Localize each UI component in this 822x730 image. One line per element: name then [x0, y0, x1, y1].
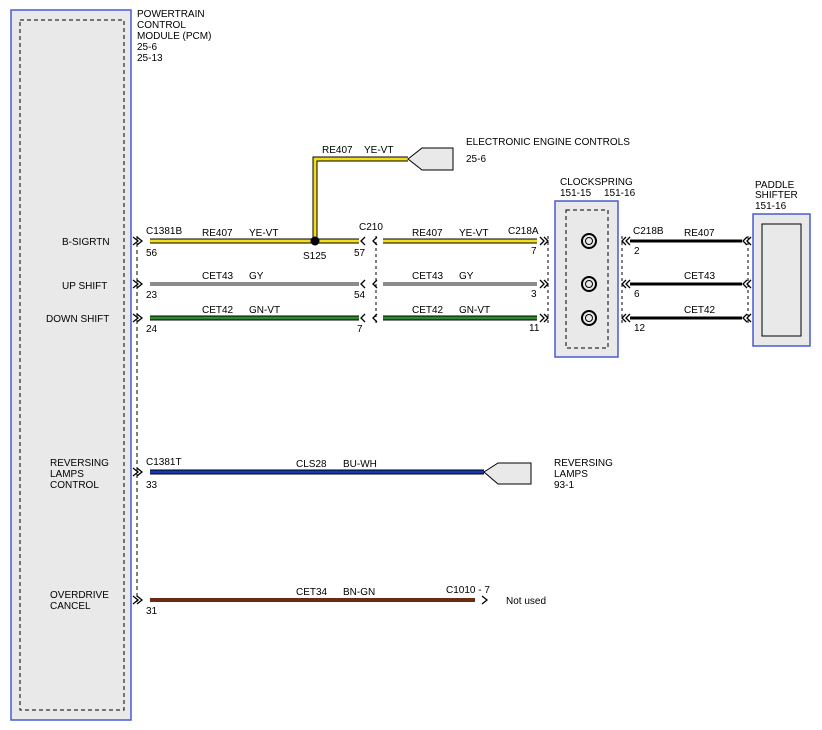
wire-label-color: YE-VT — [249, 228, 278, 239]
connector-c210: C210 — [359, 222, 383, 233]
wire-label-color: YE-VT — [459, 228, 488, 239]
pin-label-down-shift: DOWN SHIFT — [46, 314, 109, 325]
pin-label-overdrive: OVERDRIVE CANCEL — [50, 590, 109, 612]
pin-number: 6 — [634, 289, 640, 300]
svg-text:OVERDRIVE: OVERDRIVE — [50, 590, 109, 601]
wire-label-circuit: CET34 — [296, 587, 328, 598]
wire-label-circuit: CET42 — [202, 305, 234, 316]
pin-number: 12 — [634, 323, 646, 334]
svg-text:151-16: 151-16 — [755, 201, 787, 212]
clockspring-coil-icon — [581, 233, 597, 326]
pin-number: 11 — [529, 323, 540, 334]
pin-number: 7 — [531, 246, 537, 257]
splice-s125: S125 — [303, 251, 327, 262]
svg-text:25-13: 25-13 — [137, 53, 163, 64]
pin-label-up-shift: UP SHIFT — [62, 281, 107, 292]
wire-label-color: GY — [459, 271, 474, 282]
svg-text:PADDLE: PADDLE — [755, 180, 795, 191]
pin-label-bsigrtn: B-SIGRTN — [62, 237, 110, 248]
svg-text:MODULE (PCM): MODULE (PCM) — [137, 31, 211, 42]
eec-title: ELECTRONIC ENGINE CONTROLS — [466, 137, 630, 148]
connector-c218a: C218A — [508, 226, 539, 237]
paddle-shifter-module[interactable] — [752, 213, 811, 347]
svg-text:CONTROL: CONTROL — [50, 480, 99, 491]
connector-c218b: C218B — [633, 226, 664, 237]
svg-text:CONTROL: CONTROL — [137, 20, 186, 31]
pin-number: 57 — [354, 248, 366, 259]
connector-pins — [132, 236, 752, 605]
wire-label-color: GN-VT — [249, 305, 280, 316]
reversing-lamps-title: REVERSING LAMPS 93-1 — [554, 458, 613, 491]
wire-label-circuit: RE407 — [322, 145, 353, 156]
not-used-label: Not used — [506, 596, 546, 607]
wire-label-circuit: CLS28 — [296, 459, 327, 470]
connector-c1381t: C1381T — [146, 457, 182, 468]
pin-number: 23 — [146, 290, 158, 301]
pin-number: 56 — [146, 248, 158, 259]
svg-text:CANCEL: CANCEL — [50, 601, 91, 612]
eec-ref: 25-6 — [466, 154, 486, 165]
wire-label-circuit: CET43 — [412, 271, 444, 282]
reversing-lamps-connector-icon[interactable] — [483, 462, 532, 485]
pin-number: 54 — [354, 290, 366, 301]
svg-text:LAMPS: LAMPS — [50, 469, 84, 480]
wire-label-color: BN-GN — [343, 587, 375, 598]
connector-c1381b: C1381B — [146, 226, 182, 237]
connector-c1010: C1010 - 7 — [446, 585, 490, 596]
pin-number: 33 — [146, 480, 158, 491]
pin-label-reversing: REVERSING LAMPS CONTROL — [50, 458, 109, 491]
wire-label-color: BU-WH — [343, 459, 377, 470]
eec-connector-icon[interactable] — [407, 147, 454, 171]
wire-label-circuit: CET43 — [202, 271, 234, 282]
clockspring-module[interactable] — [554, 200, 619, 358]
pcm-title: POWERTRAIN CONTROL MODULE (PCM) 25-6 25-… — [137, 9, 211, 64]
wire-label-color: YE-VT — [364, 145, 393, 156]
svg-text:REVERSING: REVERSING — [554, 458, 613, 469]
paddle-shifter-title: PADDLE SHIFTER 151-16 — [755, 180, 798, 212]
svg-text:REVERSING: REVERSING — [50, 458, 109, 469]
pin-number: 3 — [531, 289, 537, 300]
pin-number: 31 — [146, 606, 158, 617]
pcm-module[interactable] — [10, 9, 132, 721]
svg-text:93-1: 93-1 — [554, 480, 574, 491]
clockspring-ref-left: 151-15 — [560, 188, 592, 199]
wire-label-color: GN-VT — [459, 305, 490, 316]
wire-label-color: GY — [249, 271, 264, 282]
svg-text:25-6: 25-6 — [137, 42, 157, 53]
wire-label-circuit: CET42 — [412, 305, 444, 316]
pin-number: 2 — [634, 246, 640, 257]
clockspring-title: CLOCKSPRING — [560, 177, 633, 188]
wire-re407[interactable] — [150, 156, 537, 246]
wire-label-circuit: RE407 — [412, 228, 443, 239]
wire-black-right[interactable] — [630, 239, 742, 320]
pin-number: 7 — [357, 324, 363, 335]
wire-label-circuit: CET42 — [684, 305, 716, 316]
pin-number: 24 — [146, 324, 158, 335]
svg-text:SHIFTER: SHIFTER — [755, 190, 798, 201]
wire-label-circuit: CET43 — [684, 271, 716, 282]
svg-text:POWERTRAIN: POWERTRAIN — [137, 9, 205, 20]
wire-label-circuit: RE407 — [684, 228, 715, 239]
wire-label-circuit: RE407 — [202, 228, 233, 239]
svg-text:LAMPS: LAMPS — [554, 469, 588, 480]
clockspring-ref-right: 151-16 — [604, 188, 636, 199]
